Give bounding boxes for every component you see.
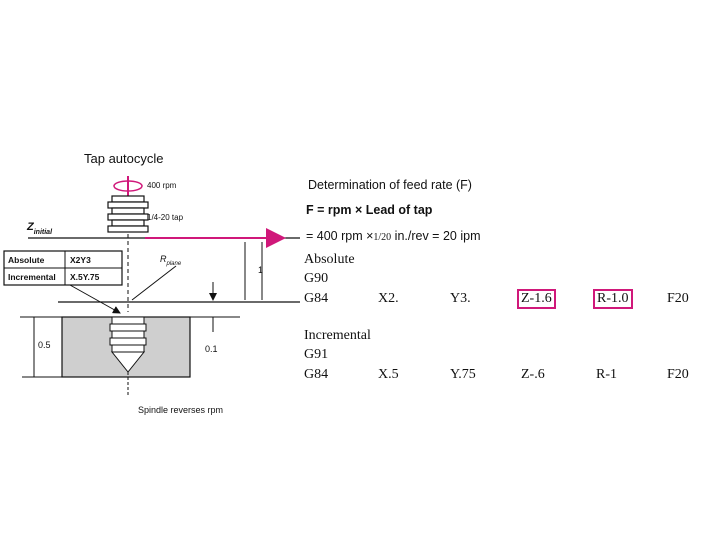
table-mode-absolute: Absolute xyxy=(8,255,45,265)
absolute-y: Y3. xyxy=(450,291,471,306)
incremental-r: R-1 xyxy=(596,367,617,382)
absolute-r-highlighted: R-1.0 xyxy=(593,289,633,309)
feed-heading: Determination of feed rate (F) xyxy=(308,178,472,192)
coordinate-table: Absolute X2Y3 Incremental X.5Y.75 xyxy=(3,250,123,286)
spindle-speed-label: 400 rpm xyxy=(147,181,177,190)
dim-clearance-label: 0.1 xyxy=(205,344,218,354)
incremental-f: F20 xyxy=(667,367,689,382)
z-initial-label: Zinitial xyxy=(26,221,53,236)
incremental-cycle: G84 xyxy=(304,367,329,382)
dim-one-label: 1 xyxy=(258,265,263,275)
feed-formula: F = rpm × Lead of tap xyxy=(306,203,433,217)
tap-tool xyxy=(107,195,149,233)
absolute-z-highlighted: Z-1.6 xyxy=(517,289,556,309)
incremental-gcode: G91 xyxy=(304,347,329,362)
tapped-hole xyxy=(109,316,147,373)
table-value-incremental: X.5Y.75 xyxy=(70,272,100,282)
spindle-reverse-label: Spindle reverses rpm xyxy=(138,405,223,415)
absolute-x: X2. xyxy=(378,291,399,306)
r-plane-label: Rplane xyxy=(160,254,182,267)
tap-size-label: 1/4-20 tap xyxy=(147,213,184,222)
absolute-f: F20 xyxy=(667,291,689,306)
incremental-z: Z-.6 xyxy=(521,367,545,382)
feed-result: = 400 rpm ×1/20 in./rev = 20 ipm xyxy=(306,229,480,243)
r-plane-leader xyxy=(131,265,177,301)
incremental-title: Incremental xyxy=(304,328,371,343)
table-leader xyxy=(69,284,121,314)
incremental-y: Y.75 xyxy=(450,367,476,382)
diagram-title: Tap autocycle xyxy=(84,151,164,166)
dim-depth-label: 0.5 xyxy=(38,340,51,350)
absolute-cycle: G84 xyxy=(304,291,329,306)
absolute-title: Absolute xyxy=(304,252,355,267)
absolute-gcode: G90 xyxy=(304,271,329,286)
incremental-x: X.5 xyxy=(378,367,399,382)
table-value-absolute: X2Y3 xyxy=(70,255,91,265)
table-mode-incremental: Incremental xyxy=(8,272,56,282)
